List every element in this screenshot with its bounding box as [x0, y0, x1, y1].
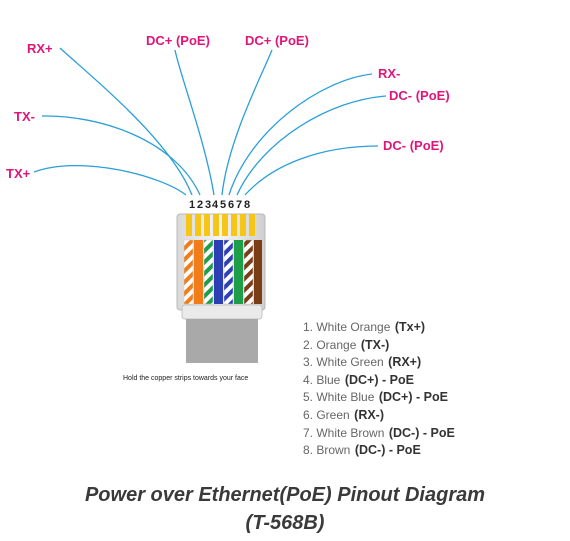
- legend-item-poe: - PoE: [378, 372, 414, 387]
- legend-item: 7. White Brown (DC-) - PoE: [303, 424, 455, 442]
- wire-white-blue: [223, 239, 234, 305]
- legend-item-poe: - PoE: [419, 425, 455, 440]
- gold-contact: [240, 214, 246, 236]
- legend-item-text: 5. White Blue: [303, 390, 375, 405]
- pin-number: 2: [197, 199, 203, 211]
- legend-item: 6. Green (RX-): [303, 406, 455, 424]
- gold-contact: [222, 214, 228, 236]
- wire-color-legend: 1. White Orange (Tx+) 2. Orange (TX-) 3.…: [303, 318, 455, 459]
- diagram-subtitle: (T-568B): [245, 512, 325, 534]
- pin-label-rx-minus: RX-: [378, 66, 400, 81]
- legend-item: 2. Orange (TX-): [303, 336, 455, 354]
- pin-number: 6: [228, 199, 234, 211]
- legend-item-text: 1. White Orange: [303, 320, 391, 334]
- legend-item-text: 4. Blue: [303, 372, 341, 387]
- rj45-connector: Hold the copper strips towards your face: [123, 213, 266, 382]
- leader-line-dc-minus-1: [236, 95, 387, 196]
- pin-label-rx-plus: RX+: [27, 41, 53, 56]
- legend-item: 3. White Green (RX+): [303, 353, 455, 371]
- leader-lines: [33, 47, 387, 196]
- legend-item-signal: (RX-): [354, 407, 385, 422]
- legend-item-text: 3. White Green: [303, 355, 384, 370]
- legend-item: 4. Blue (DC+) - PoE: [303, 371, 455, 389]
- pin-label-dc-minus-2: DC- (PoE): [383, 138, 444, 153]
- pin-label-tx-plus: TX+: [6, 166, 31, 181]
- wire-orange: [194, 240, 203, 304]
- pin-label-tx-minus: TX-: [14, 109, 35, 124]
- legend-item: 8. Brown (DC-) - PoE: [303, 441, 455, 459]
- legend-item-signal: (DC-): [388, 425, 420, 440]
- leader-line-dc-minus-2: [244, 145, 379, 196]
- wire-white-brown: [243, 239, 254, 305]
- legend-item-text: 7. White Brown: [303, 425, 385, 440]
- pin-number: 4: [212, 199, 219, 211]
- leader-line-rx-plus: [59, 47, 193, 196]
- legend-item-poe: - PoE: [412, 390, 448, 405]
- gold-contact: [195, 214, 201, 236]
- legend-item: 5. White Blue (DC+) - PoE: [303, 388, 455, 406]
- gold-contact: [231, 214, 237, 236]
- diagram-title: Power over Ethernet(PoE) Pinout Diagram: [84, 484, 486, 506]
- legend-item-text: 2. Orange: [303, 337, 357, 352]
- pin-label-dc-plus-1: DC+ (PoE): [146, 33, 210, 48]
- gold-contact: [204, 214, 210, 236]
- legend-item-signal: (DC-): [354, 443, 386, 458]
- leader-line-rx-minus: [228, 73, 373, 196]
- wire-white-green: [203, 239, 214, 305]
- legend-item-signal: (DC+): [378, 390, 413, 405]
- leader-line-tx-plus: [33, 165, 187, 196]
- leader-line-dc-plus-2: [221, 49, 273, 196]
- gold-contact: [186, 214, 192, 236]
- leader-line-dc-plus-1: [174, 49, 215, 196]
- legend-item: 1. White Orange (Tx+): [303, 318, 455, 336]
- legend-item-text: 8. Brown: [303, 443, 351, 458]
- connector-caption: Hold the copper strips towards your face: [123, 375, 248, 382]
- leader-line-tx-minus: [41, 115, 201, 196]
- pin-label-dc-plus-2: DC+ (PoE): [245, 33, 309, 48]
- pin-number: 7: [236, 199, 242, 211]
- pin-label-dc-minus-1: DC- (PoE): [389, 88, 450, 103]
- legend-item-signal: (Tx+): [394, 320, 426, 334]
- wire-blue: [214, 240, 223, 304]
- pin-number: 5: [220, 199, 226, 211]
- legend-item-poe: - PoE: [385, 443, 421, 458]
- plug-latch: [181, 304, 263, 320]
- wire-green: [234, 240, 243, 304]
- pin-number: 3: [205, 199, 211, 211]
- cable-boot: [186, 319, 258, 363]
- wire-white-orange: [183, 239, 194, 305]
- wire-brown: [254, 240, 262, 304]
- gold-contacts: [186, 214, 255, 236]
- legend-item-signal: (TX-): [360, 337, 390, 352]
- gold-contact: [213, 214, 219, 236]
- legend-item-text: 6. Green: [303, 407, 350, 422]
- wires: [183, 239, 262, 305]
- pin-numbers: 1 2 3 4 5 6 7 8: [189, 199, 250, 211]
- pin-number: 8: [244, 199, 250, 211]
- gold-contact: [249, 214, 255, 236]
- legend-item-signal: (RX+): [388, 355, 422, 370]
- legend-item-signal: (DC+): [344, 372, 379, 387]
- pin-number: 1: [189, 199, 195, 211]
